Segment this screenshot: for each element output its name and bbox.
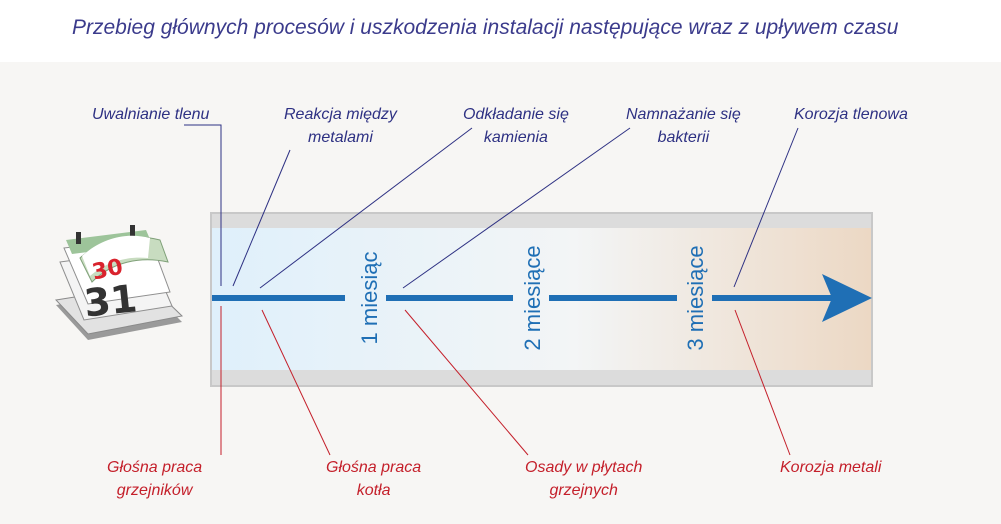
leader-metal-corrosion [734, 309, 791, 456]
label-scale-deposition: Odkładanie się kamienia [463, 106, 569, 146]
leader-boiler-noise [261, 309, 331, 456]
leader-bacteria [402, 127, 631, 289]
bottom-leaders [220, 306, 791, 456]
label-plate-deposits: Osady w płytach grzejnych [525, 459, 643, 499]
arrow-segment [386, 295, 513, 301]
leader-corrosion [733, 127, 799, 288]
pipe-wall-bottom [212, 370, 871, 385]
label-metal-corrosion: Korozja metali [780, 459, 882, 476]
label-boiler-noise: Głośna praca kotła [326, 459, 422, 499]
leader-metals [232, 149, 291, 287]
arrow-segment [212, 295, 345, 301]
label-metal-reaction: Reakcja między metalami [284, 106, 397, 146]
label-oxygen-release: Uwalnianie tlenu [92, 106, 210, 123]
label-bacteria-growth: Namnażanie się bakterii [626, 106, 741, 146]
calendar-page-front: 31 [82, 276, 139, 325]
label-oxygen-corrosion: Korozja tlenowa [794, 106, 908, 123]
leader-oxygen [184, 124, 222, 286]
month-marker-2: 2 miesiące [520, 245, 545, 351]
pipe-wall-top [212, 214, 871, 228]
month-marker-1: 1 miesiąc [357, 251, 382, 345]
calendar-page-back: 30 [90, 255, 125, 286]
title-band [0, 0, 1001, 62]
top-leaders [184, 124, 799, 289]
month-marker-3: 3 miesiące [683, 245, 708, 351]
arrow-segment [549, 295, 677, 301]
page-title: Przebieg głównych procesów i uszkodzenia… [72, 16, 899, 39]
calendar-icon: 30 31 [54, 225, 184, 340]
leader-scale [259, 127, 473, 289]
arrow-head [822, 274, 872, 322]
leader-deposits [404, 309, 529, 456]
arrow-segment [712, 295, 834, 301]
label-radiator-noise: Głośna praca grzejników [107, 459, 203, 499]
time-arrow [212, 274, 872, 322]
